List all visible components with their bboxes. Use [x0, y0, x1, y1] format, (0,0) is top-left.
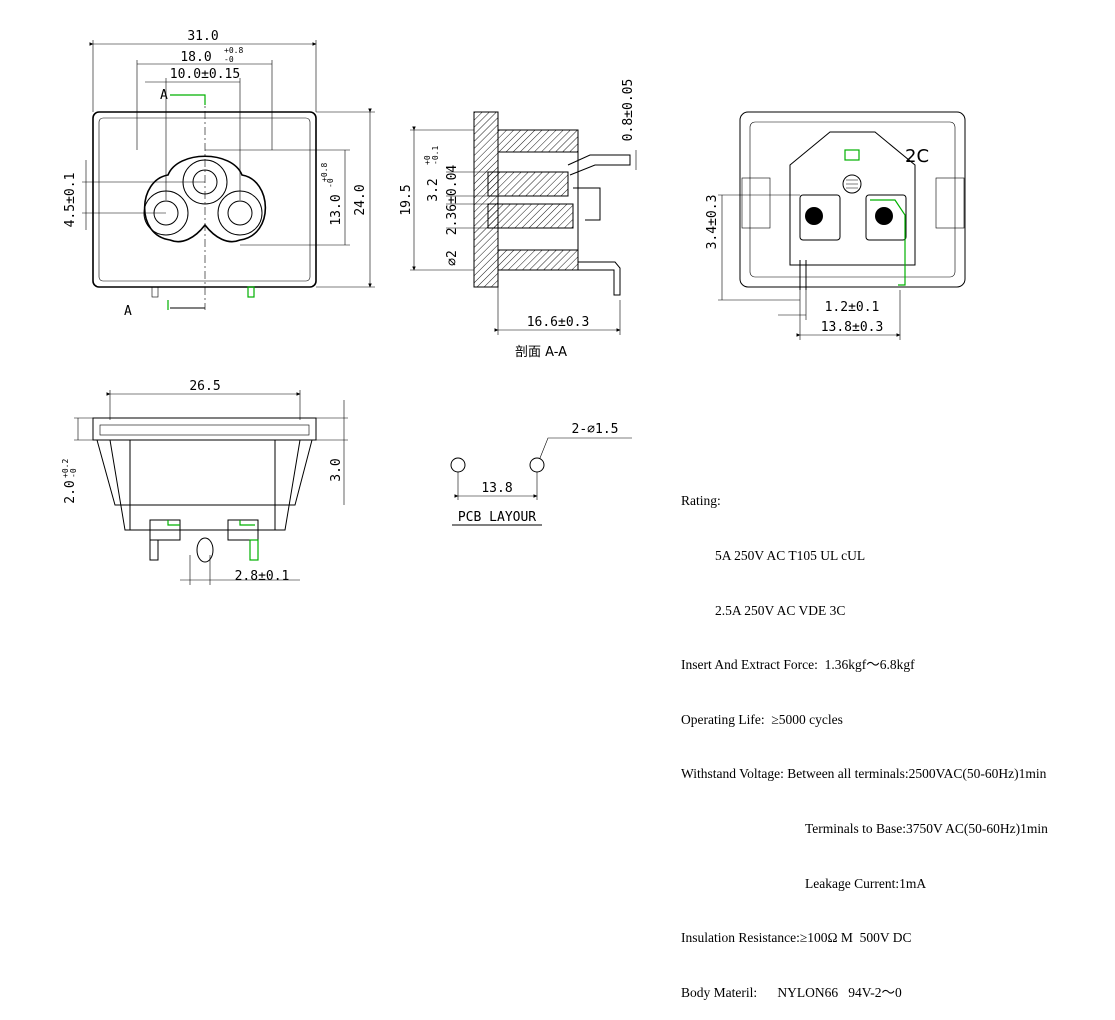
rear-view [718, 111, 966, 340]
dim-18-tol-lower: -0 [224, 55, 234, 64]
section-pin-lower [487, 203, 574, 229]
technical-drawing: 31.0 18.0 +0.8 -0 10.0±0.15 A A 4.5±0.1 … [61, 29, 966, 585]
trefoil-socket-outline [143, 155, 267, 243]
dim-diam-2: ∅2 [445, 250, 460, 266]
dim-13: 13.0 [329, 194, 344, 225]
section-caption: 剖面 A-A [515, 345, 567, 360]
bottom-view [74, 390, 348, 585]
dim-2-36: 2.36±0.04 [445, 165, 460, 236]
dim-10: 10.0±0.15 [170, 67, 240, 82]
rear-pin-right [875, 207, 893, 225]
dim-2-8: 2.8±0.1 [235, 569, 290, 584]
pcb-caption: PCB LAYOUR [458, 510, 536, 525]
spec-block: Rating: 5A 250V AC T105 UL cUL 2.5A 250V… [681, 456, 1048, 1020]
spec-withstand-1: Withstand Voltage: Between all terminals… [681, 766, 1047, 782]
dim-19-5: 19.5 [399, 184, 414, 215]
spec-body: Body Materil: NYLON66 94V-2～0 [681, 984, 902, 1000]
dim-26-5: 26.5 [189, 379, 220, 394]
dim-18: 18.0 [180, 50, 211, 65]
dim-3-2: 3.2 [426, 178, 441, 201]
dim-3-4: 3.4±0.3 [705, 195, 720, 250]
dim-18-tol-upper: +0.8 [224, 46, 243, 55]
spec-withstand-2: Terminals to Base:3750V AC(50-60Hz)1min [805, 820, 1048, 836]
spec-rating-label: Rating: [681, 493, 721, 509]
dim-3-2-tol-upper: +0 [423, 155, 432, 165]
front-body-outline [92, 111, 317, 288]
dim-13-8-rear: 13.8±0.3 [821, 320, 884, 335]
section-mark-bottom: A [124, 304, 132, 319]
rear-pin-center [842, 174, 862, 194]
spec-force: Insert And Extract Force: 1.36kgf～6.8kgf [681, 657, 915, 673]
rear-marking: 2C [905, 146, 929, 167]
dim-4-5: 4.5±0.1 [63, 173, 78, 228]
pcb-hole-left [450, 457, 466, 473]
spec-rating-2: 2.5A 250V AC VDE 3C [715, 602, 846, 618]
pcb-layout [450, 437, 632, 526]
rear-pin-left [805, 207, 823, 225]
section-mark-top: A [160, 88, 168, 103]
rear-body-outline [739, 111, 966, 288]
dim-16-6: 16.6±0.3 [527, 315, 590, 330]
dim-3-0: 3.0 [329, 458, 344, 481]
section-view [410, 111, 637, 335]
rear-inner-housing [789, 131, 916, 266]
front-view [82, 40, 375, 310]
spec-insulation: Insulation Resistance:≥100Ω M 500V DC [681, 930, 912, 946]
section-flange [473, 111, 499, 288]
dim-13-tol-lower: -0 [326, 178, 335, 188]
dim-0-8: 0.8±0.05 [621, 79, 636, 142]
dim-1-2: 1.2±0.1 [825, 300, 880, 315]
spec-rating-1: 5A 250V AC T105 UL cUL [715, 548, 866, 563]
pcb-hole-dim: 2-∅1.5 [572, 422, 619, 437]
right-pin [227, 200, 253, 226]
dim-31: 31.0 [187, 29, 218, 44]
front-body-inner [98, 117, 311, 282]
spec-withstand-3: Leakage Current:1mA [805, 875, 927, 891]
bottom-flange [92, 417, 317, 441]
spec-life: Operating Life: ≥5000 cycles [681, 711, 843, 727]
dim-2-0-tol-upper: +0.2 [61, 459, 70, 478]
bottom-body [96, 439, 313, 531]
dim-2-0: 2.0 [63, 480, 78, 503]
section-pin-upper [487, 171, 569, 197]
dim-13-tol-upper: +0.8 [320, 163, 329, 182]
pcb-hole-right [529, 457, 545, 473]
dim-3-2-tol-lower: -0.1 [431, 146, 440, 165]
dim-24: 24.0 [353, 184, 368, 215]
dim-2-0-tol-lower: -0 [69, 468, 78, 478]
pcb-pitch: 13.8 [481, 481, 512, 496]
